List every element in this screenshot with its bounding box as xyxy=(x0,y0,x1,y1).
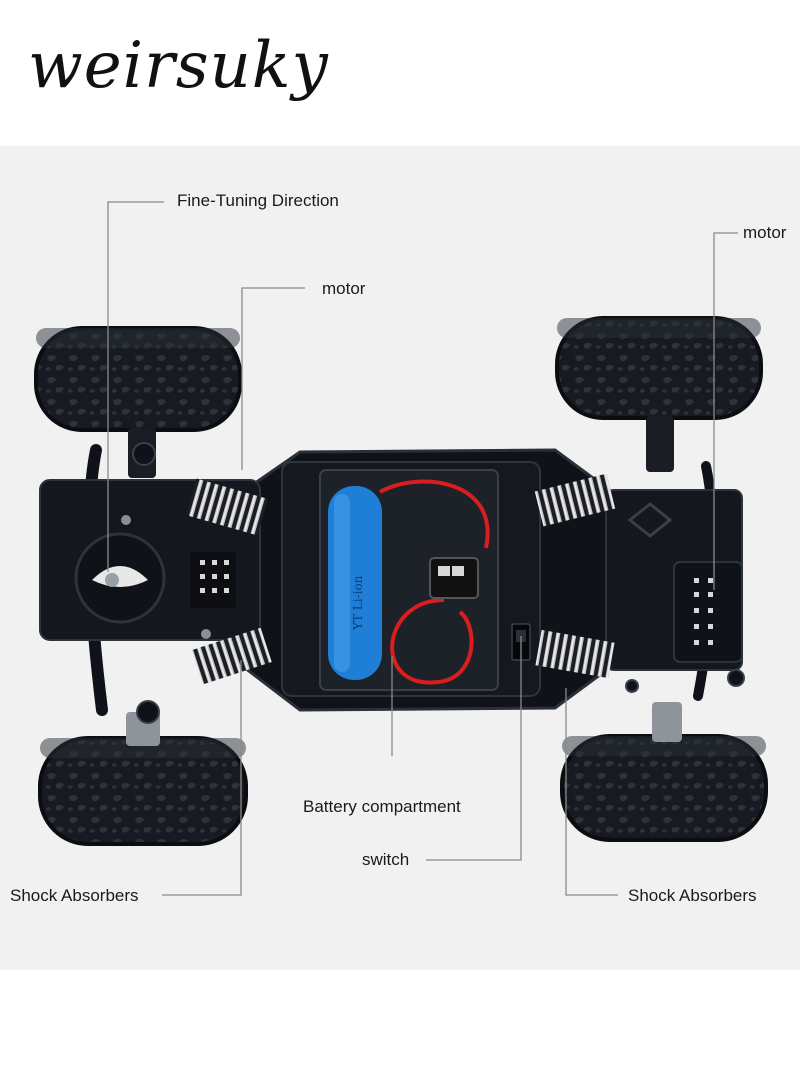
label-battery-compartment: Battery compartment xyxy=(303,797,461,816)
battery-print: YT Li-ion xyxy=(351,575,365,631)
label-switch: switch xyxy=(362,850,410,869)
label-fine-tuning-direction: Fine-Tuning Direction xyxy=(177,191,339,210)
shock-spring-front-right xyxy=(534,473,616,527)
brand-logo: weirsuky xyxy=(28,29,329,103)
shock-spring-rear-left xyxy=(192,627,272,685)
label-motor-left: motor xyxy=(322,279,366,298)
shock-spring-front-left xyxy=(186,478,268,536)
battery-connector xyxy=(429,557,479,599)
tire-rear-left xyxy=(38,736,248,846)
battery: YT Li-ion xyxy=(328,486,382,680)
label-shock-absorbers-left: Shock Absorbers xyxy=(10,886,139,905)
label-shock-absorbers-right: Shock Absorbers xyxy=(628,886,757,905)
leader-lines xyxy=(107,201,738,896)
tire-rear-right xyxy=(560,734,768,842)
tire-front-left xyxy=(34,326,242,432)
label-motor-right: motor xyxy=(743,223,787,242)
tire-front-right xyxy=(555,316,763,420)
shock-spring-rear-right xyxy=(535,629,615,679)
